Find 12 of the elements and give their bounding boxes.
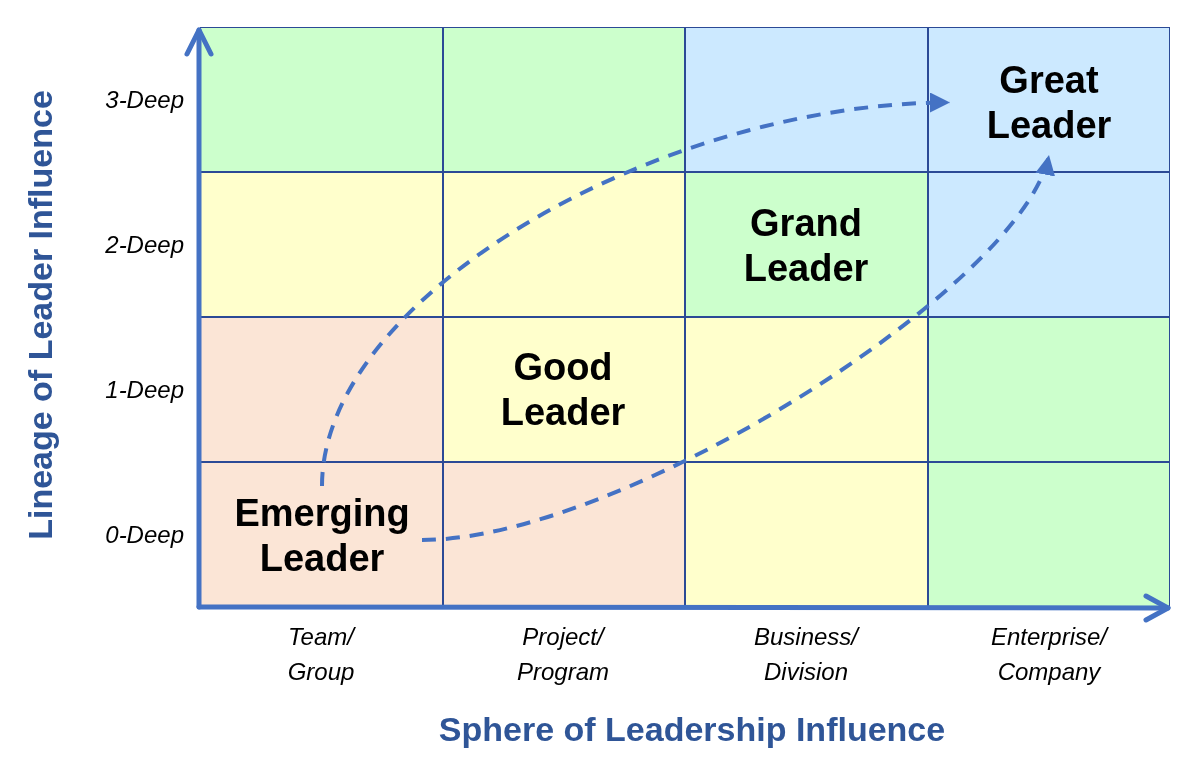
y-axis-tick-label: 3-Deep	[105, 85, 184, 115]
x-axis-tick-label: Business/ Division	[753, 622, 859, 687]
y-axis-tick-label: 0-Deep	[105, 520, 184, 550]
leader-level-label: Great Leader	[986, 57, 1112, 148]
x-axis-tick-label: Team/ Group	[287, 622, 355, 687]
y-axis-tick-label: 2-Deep	[105, 230, 184, 260]
x-axis-title: Sphere of Leadership Influence	[438, 709, 946, 749]
x-axis-tick-label: Project/ Program	[517, 622, 609, 687]
y-axis-title: Lineage of Leader Influence	[20, 90, 60, 540]
leader-level-label: Emerging Leader	[234, 491, 410, 581]
x-axis-tick-label: Enterprise/ Company	[990, 622, 1108, 687]
y-axis-tick-label: 1-Deep	[105, 375, 184, 405]
